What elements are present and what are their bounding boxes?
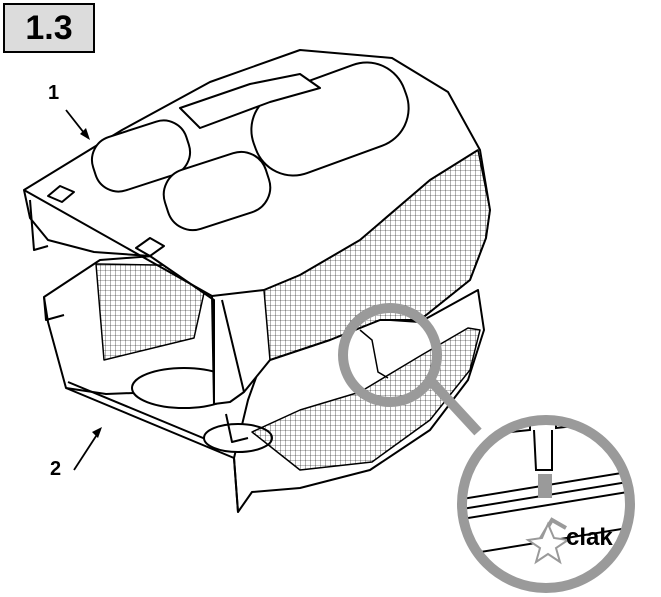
magnifier-ring [338, 303, 482, 436]
latch-detail-view [457, 415, 635, 593]
callout-label-1: 1 [48, 82, 60, 104]
callout-2-arrowhead [92, 427, 102, 438]
callout-1-arrowhead [80, 128, 90, 140]
callout-label-2: 2 [50, 458, 62, 480]
latch-sound-label: clak [566, 524, 613, 551]
step-number-badge: 1.3 [3, 3, 95, 53]
callout-2-leader [73, 429, 101, 471]
